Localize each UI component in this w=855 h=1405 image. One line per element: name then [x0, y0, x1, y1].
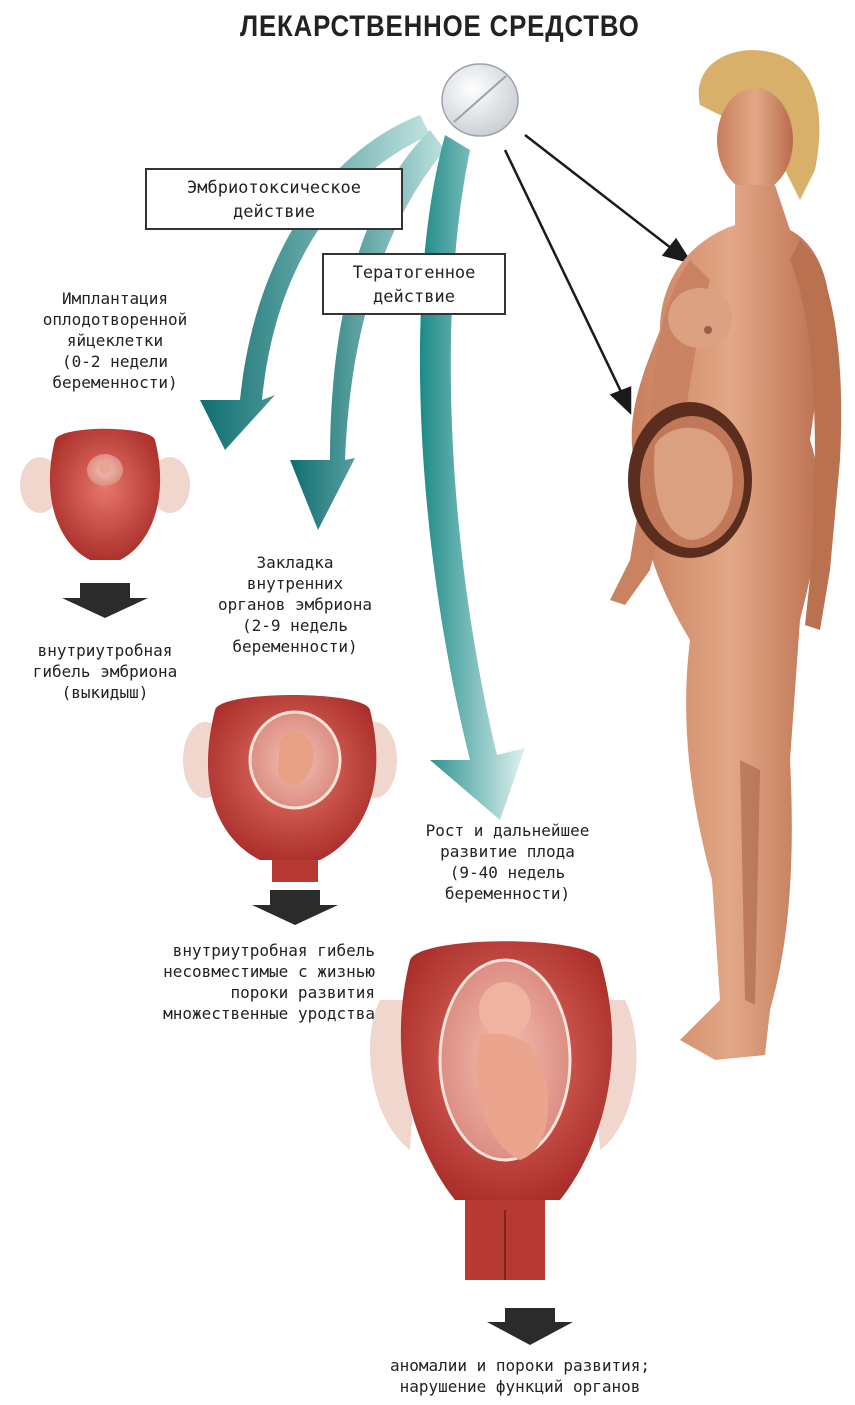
uterus-stage2-icon	[183, 695, 397, 882]
outcome-arrow-stage2	[252, 890, 338, 925]
embryotoxic-label-box: Эмбриотоксическое действие	[145, 168, 403, 230]
outcome-arrow-stage3	[487, 1308, 573, 1345]
outcome-arrow-stage1	[62, 583, 148, 618]
teratogenic-label-box: Тератогенное действие	[322, 253, 506, 315]
stage-growth-label: Рост и дальнейшее развитие плода (9-40 н…	[400, 820, 615, 904]
fetal-growth-arrow	[420, 135, 525, 820]
outcome-growth-label: аномалии и пороки развития; нарушение фу…	[355, 1355, 685, 1397]
uterus-stage1-icon	[20, 429, 190, 560]
pregnant-woman-figure	[610, 50, 841, 1060]
uterus-stage3-icon	[370, 941, 636, 1280]
stage-organs-label: Закладка внутренних органов эмбриона (2-…	[195, 552, 395, 657]
outcome-implantation-label: внутриутробная гибель эмбриона (выкидыш)	[5, 640, 205, 703]
page-title: ЛЕКАРСТВЕННОЕ СРЕДСТВО	[240, 10, 640, 44]
stage-implantation-label: Имплантация оплодотворенной яйцеклетки (…	[20, 288, 210, 393]
pill-icon	[442, 64, 518, 136]
outcome-organs-label: внутриутробная гибель несовместимые с жи…	[100, 940, 375, 1024]
